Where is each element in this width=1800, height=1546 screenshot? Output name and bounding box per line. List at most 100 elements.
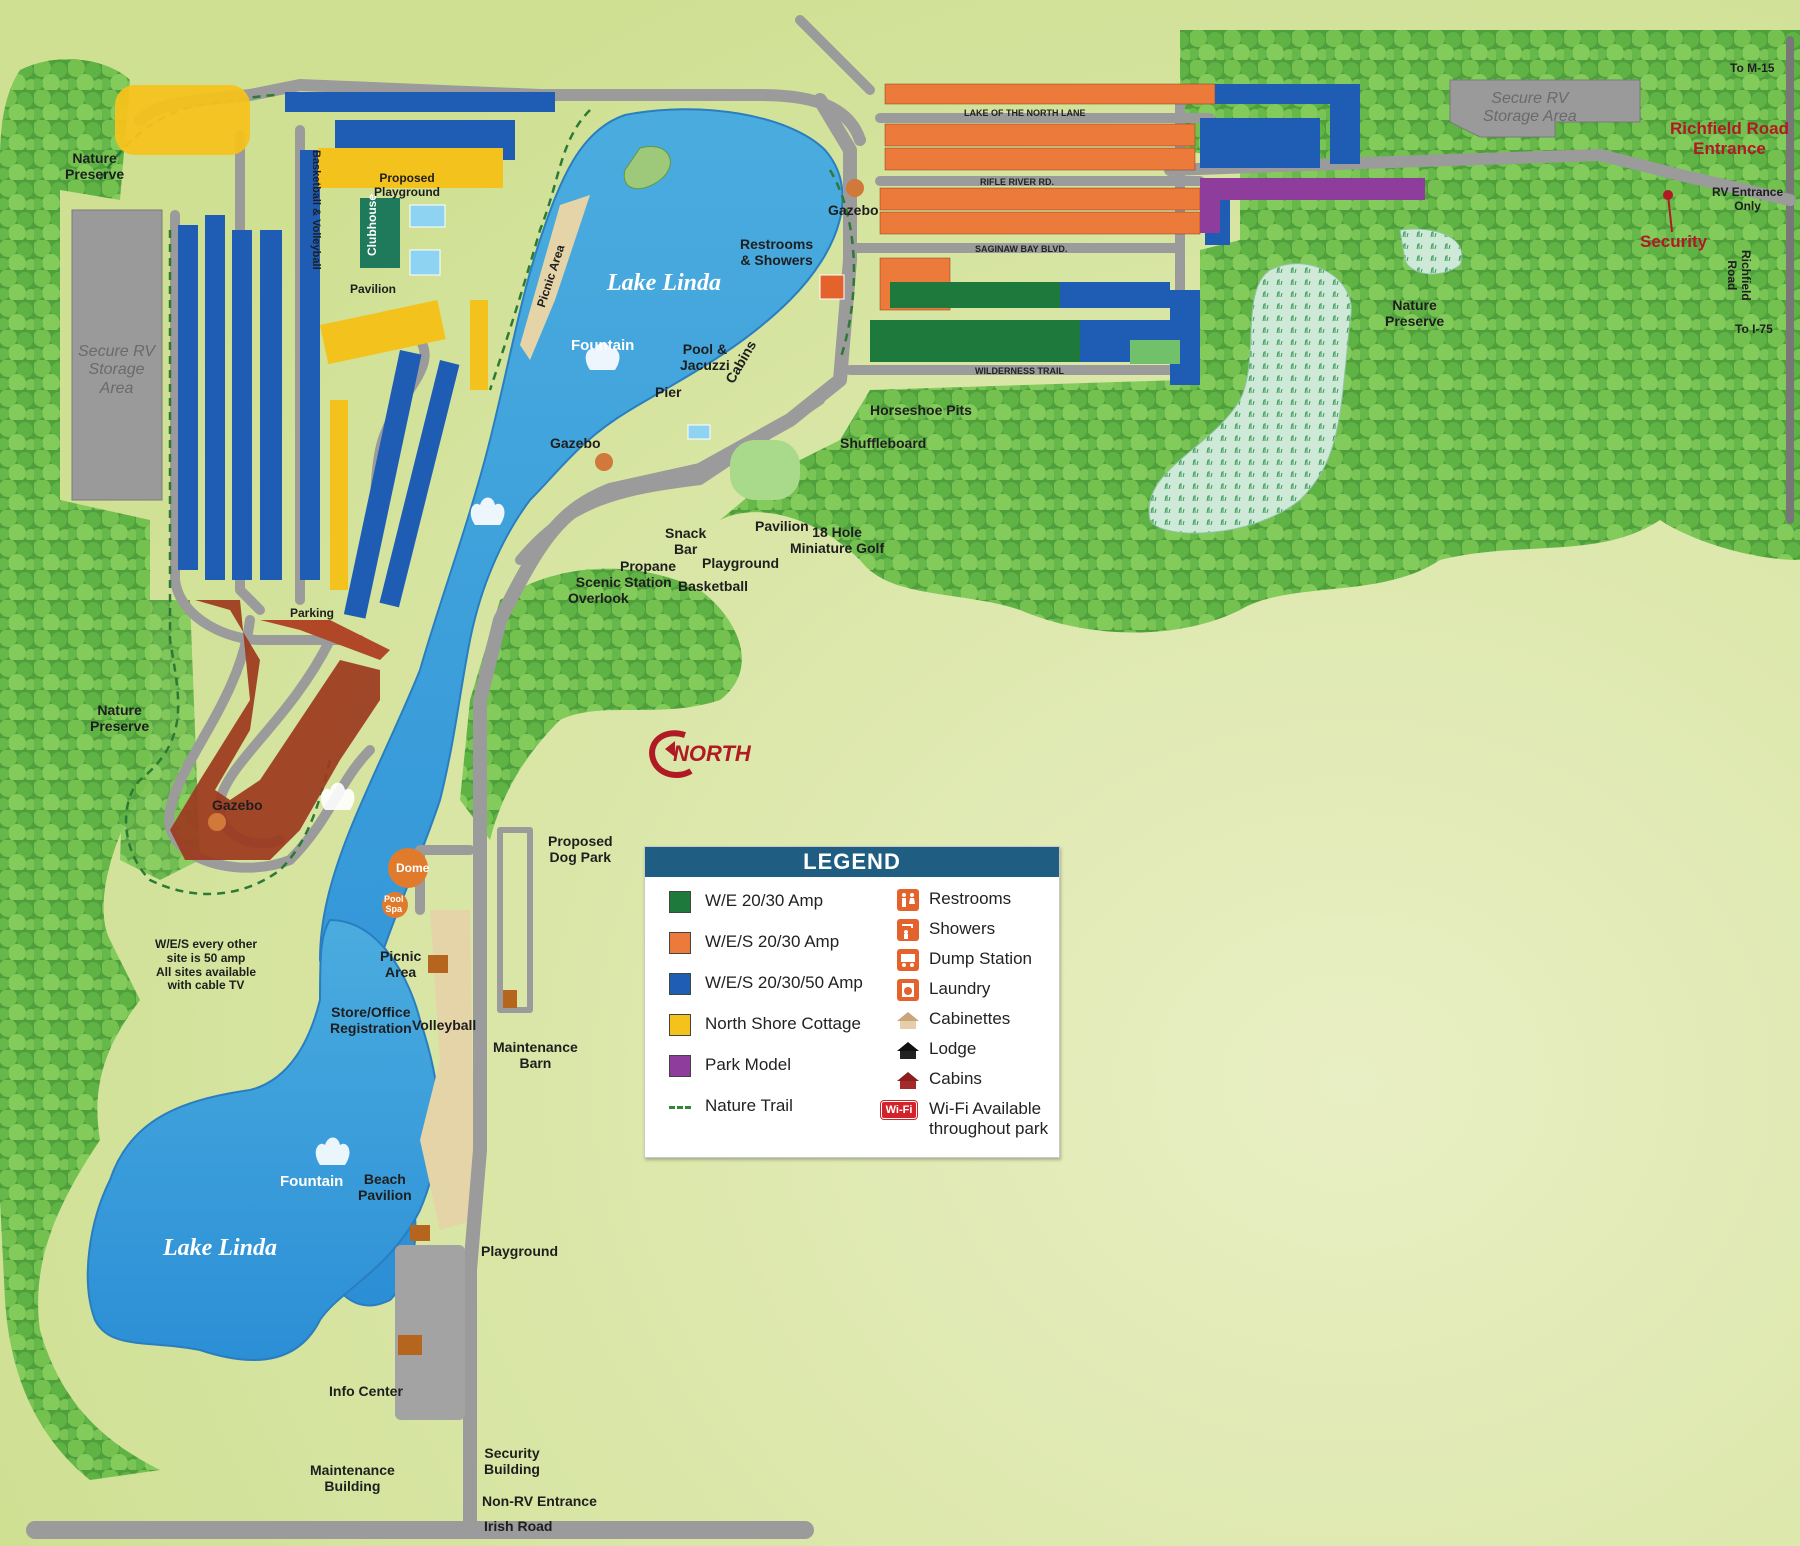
legend-item-cabins: Cabins [895,1069,982,1091]
fountain-mid-icon [470,497,505,525]
secure-storage-west [71,209,163,501]
pool-west-2 [409,249,441,276]
sites-blue-west-col4 [260,230,282,580]
sites-blue-curve-col2 [379,360,460,608]
legend-label: Showers [929,919,996,938]
sites-brown-sw [170,600,380,860]
label-gazebo-ne: Gazebo [828,202,879,218]
sites-blue-curve-col [343,350,422,619]
label-pier: Pier [655,384,682,400]
info-center-building [398,1335,422,1355]
label-basketball-volleyball: Basketball & Volleyball [310,150,322,270]
label-scenic-overlook: Scenic Overlook [568,574,629,607]
wifi-icon: Wi-Fi [877,1099,921,1121]
sites-blue-west-col1 [178,225,198,570]
sites-green-saginaw [890,282,1060,308]
fountain-n-icon [585,342,620,370]
legend-label: W/E/S 20/30 Amp [705,932,840,951]
legend-label: Dump Station [929,949,1032,968]
label-secure-storage-ne: Secure RV Storage Area [1483,90,1577,126]
sites-yellow-row-club [318,148,503,188]
label-rifle-river-rd: RIFLE RIVER RD. [980,177,1055,187]
legend-item-lodge: Lodge [895,1039,976,1061]
label-gazebo-sw: Gazebo [212,797,263,813]
trail-east [828,169,856,361]
label-wilderness-trail: WILDERNESS TRAIL [975,366,1064,376]
label-shuffleboard: Shuffleboard [840,435,927,451]
legend-item-north-shore-cottage: North Shore Cottage [669,1014,861,1036]
laundry-icon [895,979,921,1001]
label-playground-n: Playground [702,555,780,571]
mini-golf-course [730,440,800,500]
gazebo-n-icon [595,453,613,471]
sites-blue-ne-curve [1330,84,1360,164]
label-snack-bar: Snack Bar [665,525,707,558]
cabinette-icon [895,1009,921,1031]
label-pavilion-w: Pavilion [350,282,397,296]
label-maintenance-barn: Maintenance Barn [493,1039,578,1072]
scenic-overlook-road [515,395,825,565]
sites-yellow-inner [320,300,446,365]
label-lake-linda-north: Lake Linda [607,270,721,296]
dump-station-icon [895,949,921,971]
label-pavilion-e: Pavilion [755,518,809,534]
label-maintenance-building: Maintenance Building [310,1462,395,1495]
sites-green-patch [1130,340,1180,364]
legend-label: Park Model [705,1055,791,1074]
label-picnic-area-s: Picnic Area [380,948,422,981]
sites-orange-row3 [884,147,1196,171]
label-secure-storage-w: Secure RV Storage Area [78,343,156,397]
sites-orange-224-259 [884,83,1216,105]
legend-item-cabinettes: Cabinettes [895,1009,1010,1031]
label-fountain-s: Fountain [280,1173,344,1190]
legend-item-restrooms: Restrooms [895,889,1011,911]
label-horseshoe-pits: Horseshoe Pits [870,402,972,418]
sites-yellow-col2 [470,300,488,390]
sites-blue-260-279 [1215,84,1335,104]
label-nature-preserve-w: Nature Preserve [90,702,150,735]
wifi-badge: Wi-Fi [880,1101,918,1119]
structures [208,179,864,1355]
sites-orange-row2 [884,123,1196,147]
lodge-icon [895,1039,921,1061]
label-volleyball: Volleyball [412,1017,477,1033]
fountains [315,342,620,1165]
label-we-note: W/E/S every other site is 50 amp All sit… [155,937,258,993]
restrooms-icon [895,889,921,911]
gazebo-sw-icon [208,813,226,831]
label-mini-golf: 18 Hole Miniature Golf [790,524,885,557]
label-nature-preserve-e: Nature Preserve [1385,297,1445,330]
north-arrow: NORTH [643,723,773,783]
legend-item-wes-203050: W/E/S 20/30/50 Amp [669,973,863,995]
label-saginaw-bay: SAGINAW BAY BLVD. [975,244,1068,254]
label-dome: Dome [396,861,430,875]
label-gazebo-n: Gazebo [550,435,601,451]
label-security-building: Security Building [484,1445,540,1478]
label-parking: Parking [290,606,335,620]
label-restrooms-showers: Restrooms & Showers [740,236,814,269]
legend-item-we-2030: W/E 20/30 Amp [669,891,823,913]
label-store-office: Store/Office Registration [330,1004,412,1037]
legend: LEGEND W/E 20/30 Amp W/E/S 20/30 Amp W/E… [644,846,1060,1158]
label-basketball: Basketball [678,578,749,594]
label-playground-s: Playground [481,1243,559,1259]
label-irish-road: Irish Road [484,1518,553,1534]
sites-yellow-nw [115,85,250,155]
legend-label: Lodge [929,1039,977,1058]
legend-label: Cabins [929,1069,982,1088]
legend-item-dump-station: Dump Station [895,949,1032,971]
cabin-icon [895,1069,921,1091]
beach-pavilion-building [410,1225,430,1241]
label-security-ne: Security [1640,232,1708,251]
label-pool-jacuzzi: Pool & Jacuzzi [680,341,730,374]
label-nature-preserve-nw: Nature Preserve [65,150,125,183]
legend-item-wes-2030: W/E/S 20/30 Amp [669,932,839,954]
label-to-i75: To I-75 [1735,322,1773,336]
pool-jacuzzi [687,424,711,440]
sites-orange-row4 [879,187,1201,211]
sites-yellow-col [330,400,348,590]
store-office [428,955,448,973]
legend-item-laundry: Laundry [895,979,990,1001]
label-beach-pavilion: Beach Pavilion [358,1171,412,1204]
